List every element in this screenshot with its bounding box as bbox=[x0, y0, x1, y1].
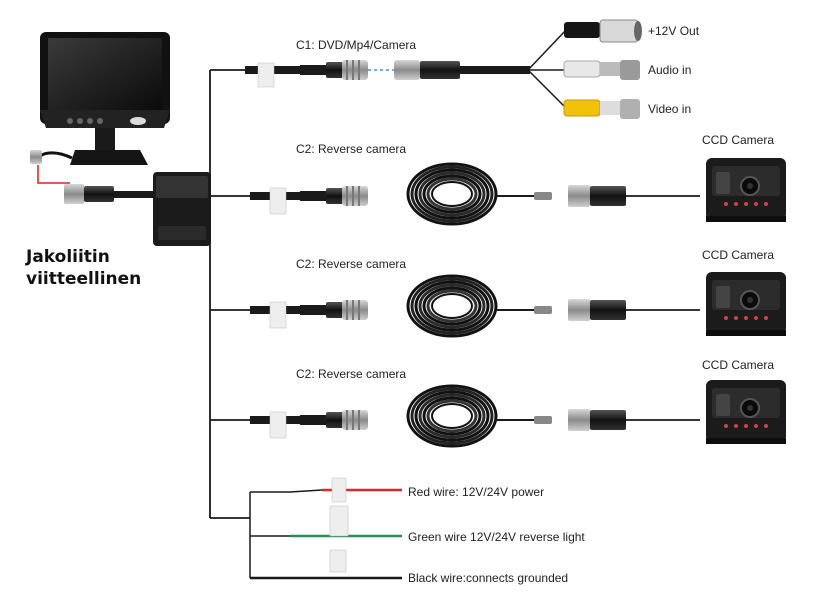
power-wires bbox=[249, 477, 402, 580]
channel-c2-label-2: C2: Reverse camera bbox=[296, 257, 407, 271]
channel-c1-label: C1: DVD/Mp4/Camera bbox=[296, 38, 417, 52]
c1-cable bbox=[245, 60, 530, 88]
splitter-title-line2: viitteellinen bbox=[26, 269, 142, 289]
splitter-box bbox=[153, 172, 211, 246]
ccd-camera-label-2: CCD Camera bbox=[702, 248, 775, 262]
black-wire-label: Black wire:connects grounded bbox=[408, 571, 569, 585]
channel-c2-label-3: C2: Reverse camera bbox=[296, 367, 407, 381]
monitor bbox=[30, 32, 170, 165]
ccd-camera-label-1: CCD Camera bbox=[702, 133, 775, 147]
splitter-title-line1: Jakoliitin bbox=[26, 247, 110, 267]
power-out-label: +12V Out bbox=[648, 24, 700, 38]
reverse-camera-row-2 bbox=[250, 271, 787, 338]
reverse-camera-row-3 bbox=[250, 379, 787, 448]
ccd-camera-label-3: CCD Camera bbox=[702, 358, 775, 372]
reverse-camera-row-1 bbox=[250, 157, 787, 226]
green-wire-label: Green wire 12V/24V reverse light bbox=[408, 530, 585, 544]
channel-c2-label-1: C2: Reverse camera bbox=[296, 142, 407, 156]
rca-breakout bbox=[527, 19, 642, 119]
audio-in-label: Audio in bbox=[648, 63, 692, 77]
red-pointer bbox=[37, 165, 70, 184]
splitter-title: Jakoliitin viitteellinen bbox=[26, 246, 141, 290]
video-in-label: Video in bbox=[648, 102, 692, 116]
red-wire-label: Red wire: 12V/24V power bbox=[408, 485, 545, 499]
splitter-input-plug bbox=[64, 184, 154, 204]
